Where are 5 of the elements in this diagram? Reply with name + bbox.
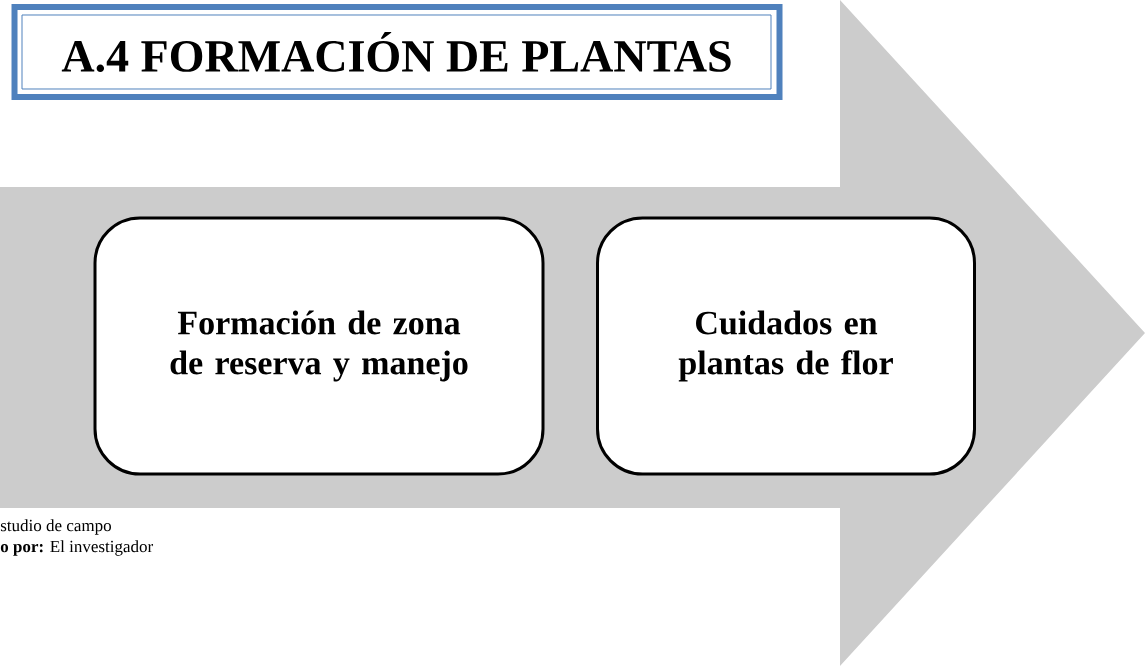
step-box: Formación de zona de reserva y manejo: [93, 216, 545, 476]
step-box: Cuidados en plantas de flor: [596, 216, 976, 476]
source-note: o por: El investigador: [0, 540, 154, 556]
source-note: studio de campo: [0, 519, 111, 535]
title-box: A.4 FORMACIÓN DE PLANTAS: [11, 4, 783, 100]
